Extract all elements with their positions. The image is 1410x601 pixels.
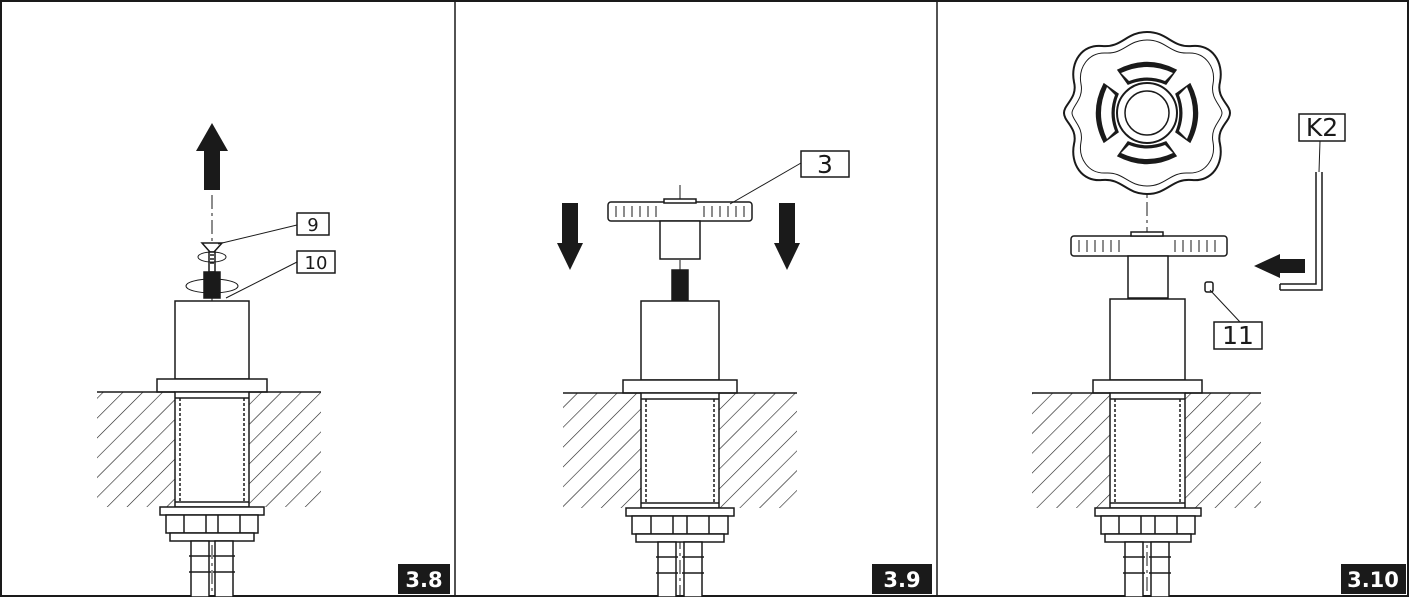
- lock-nut: [159, 506, 265, 542]
- figure-label-3-10: 3.10: [1347, 568, 1399, 592]
- up-arrow-icon: [196, 123, 228, 190]
- handwheel-part: [1070, 231, 1228, 299]
- valve-body: [1109, 298, 1186, 381]
- figure-badge: [398, 564, 450, 594]
- threaded-shaft: [174, 391, 250, 508]
- valve-body: [174, 300, 250, 380]
- wall-section: [1032, 392, 1261, 508]
- callout-box: [296, 212, 330, 236]
- panel-3-9: [557, 150, 850, 598]
- valve-flange: [622, 379, 738, 394]
- leader-line: [225, 261, 298, 299]
- left-arrow-icon: [1254, 254, 1305, 278]
- lock-nut: [625, 507, 735, 543]
- wall-section: [97, 391, 321, 507]
- threaded-shaft: [640, 392, 720, 509]
- lock-nut: [1094, 507, 1202, 543]
- spindle-part: [185, 271, 239, 299]
- valve-flange: [156, 378, 268, 393]
- connector-pipes: [1123, 541, 1171, 598]
- callout-label-k2: K2: [1306, 113, 1338, 142]
- leader-line: [1209, 289, 1241, 323]
- threaded-shaft: [1109, 392, 1186, 509]
- callout-box: [1298, 113, 1346, 142]
- down-arrow-icon: [557, 203, 583, 270]
- handwheel-top-view: [1062, 30, 1232, 196]
- screw-part: [197, 242, 227, 273]
- leader-line: [729, 162, 802, 205]
- grub-screw-part: [1204, 281, 1214, 293]
- figure-label-3-9: 3.9: [883, 568, 920, 592]
- leader-line: [217, 224, 298, 245]
- allen-key-part: [1279, 172, 1323, 291]
- callout-box: [1213, 321, 1263, 350]
- wall-section: [563, 392, 797, 508]
- down-arrow-icon: [774, 203, 800, 270]
- spindle-part: [671, 269, 689, 301]
- callout-label-3: 3: [817, 150, 833, 179]
- valve-flange: [1092, 379, 1203, 394]
- leader-line: [1318, 140, 1321, 173]
- callout-label-10: 10: [305, 253, 328, 274]
- figure-badge: [872, 564, 932, 594]
- callout-label-11: 11: [1222, 321, 1254, 350]
- callout-box: [800, 150, 850, 178]
- callout-box: [296, 250, 336, 274]
- figure-label-3-8: 3.8: [405, 568, 442, 592]
- callout-label-9: 9: [307, 215, 318, 236]
- connector-pipes: [656, 541, 704, 598]
- panel-3-10: [1032, 30, 1346, 598]
- panel-3-8: [97, 123, 336, 598]
- valve-body: [640, 300, 720, 381]
- figure-badge: [1341, 564, 1406, 594]
- handwheel-part: [607, 198, 753, 260]
